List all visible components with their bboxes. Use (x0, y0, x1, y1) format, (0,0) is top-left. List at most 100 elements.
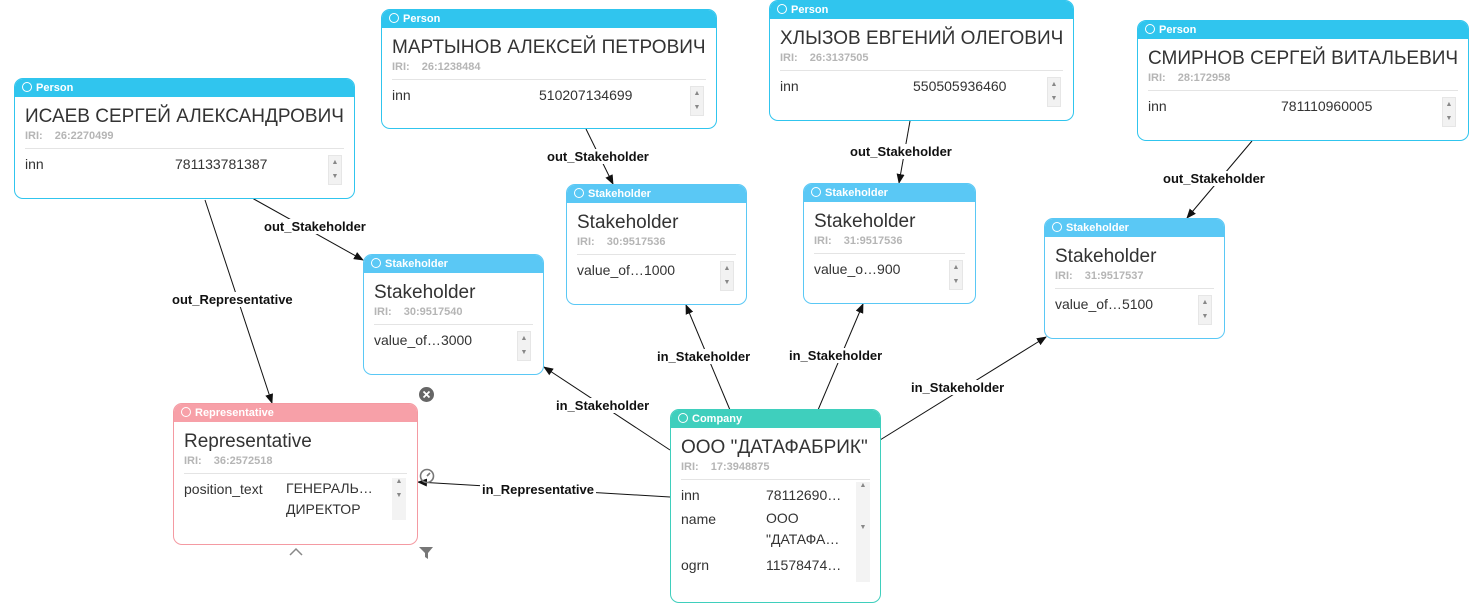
node-properties: inn 781110960005 ▲▼ (1138, 91, 1468, 127)
property-row: value_of… 3000 (374, 325, 533, 349)
property-key: position_text (184, 481, 263, 497)
node-type-label: Person (36, 82, 74, 94)
property-scroller[interactable]: ▲▼ (328, 155, 342, 185)
node-iri: IRI:26:1238484 (382, 59, 716, 73)
iri-value: 28:172958 (1177, 72, 1231, 84)
property-scrollbar[interactable]: ▲▼ (392, 478, 406, 520)
property-scroller[interactable]: ▲▼ (690, 86, 704, 116)
node-type-label: Company (692, 413, 743, 425)
node-stakeholder-5100[interactable]: Stakeholder Stakeholder IRI:31:9517537 v… (1044, 218, 1225, 339)
edge-label-out-representative[interactable]: out_Representative (170, 292, 295, 307)
node-representative[interactable]: Representative Representative IRI:36:257… (173, 403, 418, 545)
node-stakeholder-900[interactable]: Stakeholder Stakeholder IRI:31:9517536 v… (803, 183, 976, 304)
property-row: inn 550505936460 (780, 71, 1063, 95)
property-scroller[interactable]: ▲▼ (1442, 97, 1456, 127)
node-header: Company (671, 410, 880, 428)
node-type-label: Person (403, 13, 441, 25)
divider (1148, 90, 1458, 91)
property-value: 781110960005 (1281, 98, 1373, 114)
property-scroller[interactable]: ▲▼ (949, 260, 963, 290)
node-title: МАРТЫНОВ АЛЕКСЕЙ ПЕТРОВИЧ (392, 37, 706, 58)
node-type-label: Person (791, 4, 829, 16)
property-key: value_of… (1055, 296, 1122, 312)
edge-label-out-stakeholder-khlyzov[interactable]: out_Stakeholder (848, 144, 954, 159)
node-type-icon (371, 258, 381, 268)
node-iri: IRI:31:9517537 (1045, 268, 1224, 282)
divider (814, 253, 965, 254)
node-iri: IRI:28:172958 (1138, 70, 1468, 84)
iri-label: IRI: (814, 235, 832, 247)
property-key: value_o… (814, 261, 878, 277)
node-company[interactable]: Company ООО "ДАТАФАБРИК" IRI:17:3948875 … (670, 409, 881, 603)
node-title: Stakeholder (577, 212, 679, 233)
property-value: 11578474… (766, 557, 842, 573)
node-header: Person (15, 79, 354, 97)
property-row: value_o… 900 (814, 254, 965, 278)
iri-value: 36:2572518 (213, 455, 273, 467)
node-properties: inn 550505936460 ▲▼ (770, 71, 1073, 107)
edge-label-out-stakeholder-martynov[interactable]: out_Stakeholder (545, 149, 651, 164)
collapse-icon[interactable] (288, 546, 304, 562)
property-value: 78112690… (766, 487, 842, 503)
node-properties: inn 78112690… name ООО "ДАТАФА… ogrn 115… (671, 480, 880, 582)
edge-label-out-stakeholder-smirnov[interactable]: out_Stakeholder (1161, 171, 1267, 186)
node-properties: value_o… 900 ▲▼ (804, 254, 975, 290)
node-person-smirnov[interactable]: Person СМИРНОВ СЕРГЕЙ ВИТАЛЬЕВИЧ IRI:28:… (1137, 20, 1469, 141)
property-scroller[interactable]: ▲▼ (1047, 77, 1061, 107)
node-properties: position_text ГЕНЕРАЛЬ… ДИРЕКТОР ▲▼ (174, 474, 417, 520)
edge-label-in-representative[interactable]: in_Representative (480, 482, 596, 497)
edge-label-in-stakeholder-900[interactable]: in_Stakeholder (787, 348, 885, 363)
node-person-martynov[interactable]: Person МАРТЫНОВ АЛЕКСЕЙ ПЕТРОВИЧ IRI:26:… (381, 9, 717, 129)
property-key: inn (681, 487, 700, 503)
node-type-icon (1052, 222, 1062, 232)
property-scrollbar[interactable]: ▲▼ (856, 482, 870, 582)
divider (392, 79, 706, 80)
property-value: 781133781387 (175, 156, 268, 172)
divider (577, 254, 736, 255)
property-row-name: name ООО "ДАТАФА… (681, 504, 870, 550)
property-value: ООО "ДАТАФА… (766, 508, 839, 550)
node-iri: IRI:26:3137505 (770, 50, 1073, 64)
property-scroller[interactable]: ▲▼ (517, 331, 531, 361)
property-value: 5100 (1121, 296, 1154, 312)
gauge-icon[interactable] (419, 468, 435, 488)
node-header: Person (770, 1, 1073, 19)
edge-label-in-stakeholder-1000[interactable]: in_Stakeholder (655, 349, 753, 364)
node-title: ООО "ДАТАФАБРИК" (681, 437, 868, 458)
node-iri: IRI:30:9517536 (567, 234, 746, 248)
node-type-icon (811, 187, 821, 197)
iri-label: IRI: (392, 61, 410, 73)
node-header: Stakeholder (1045, 219, 1224, 237)
edge-label-in-stakeholder-3000[interactable]: in_Stakeholder (554, 398, 652, 413)
property-value-line: "ДАТАФА… (766, 531, 840, 547)
property-scroller[interactable]: ▲▼ (720, 261, 734, 291)
property-key: inn (780, 78, 799, 94)
property-value: ГЕНЕРАЛЬ… ДИРЕКТОР (286, 478, 373, 520)
property-key: inn (1148, 98, 1167, 114)
node-person-khlyzov[interactable]: Person ХЛЫЗОВ ЕВГЕНИЙ ОЛЕГОВИЧ IRI:26:31… (769, 0, 1074, 121)
node-iri: IRI: 36:2572518 (174, 453, 417, 467)
property-row: value_of… 1000 (577, 255, 736, 279)
property-value: 1000 (643, 262, 676, 278)
property-value: 550505936460 (913, 78, 1007, 94)
node-stakeholder-3000[interactable]: Stakeholder Stakeholder IRI:30:9517540 v… (363, 254, 544, 375)
close-icon[interactable] (418, 386, 435, 407)
node-person-isaev[interactable]: Person ИСАЕВ СЕРГЕЙ АЛЕКСАНДРОВИЧ IRI:26… (14, 78, 355, 199)
node-type-icon (777, 4, 787, 14)
property-row: inn 781133781387 (25, 149, 344, 173)
node-iri: IRI:17:3948875 (671, 459, 880, 473)
edge-label-out-stakeholder-isaev[interactable]: out_Stakeholder (262, 219, 368, 234)
iri-label: IRI: (780, 52, 798, 64)
node-properties: value_of… 1000 ▲▼ (567, 255, 746, 291)
node-iri: IRI:26:2270499 (15, 128, 354, 142)
node-type-icon (22, 82, 32, 92)
node-properties: inn 781133781387 ▲▼ (15, 149, 354, 185)
iri-label: IRI: (25, 130, 43, 142)
node-stakeholder-1000[interactable]: Stakeholder Stakeholder IRI:30:9517536 v… (566, 184, 747, 305)
node-title: Stakeholder (814, 211, 916, 232)
node-type-icon (181, 407, 191, 417)
edge-label-in-stakeholder-5100[interactable]: in_Stakeholder (909, 380, 1007, 395)
filter-icon[interactable] (418, 545, 436, 565)
iri-label: IRI: (184, 455, 202, 467)
property-scroller[interactable]: ▲▼ (1198, 295, 1212, 325)
